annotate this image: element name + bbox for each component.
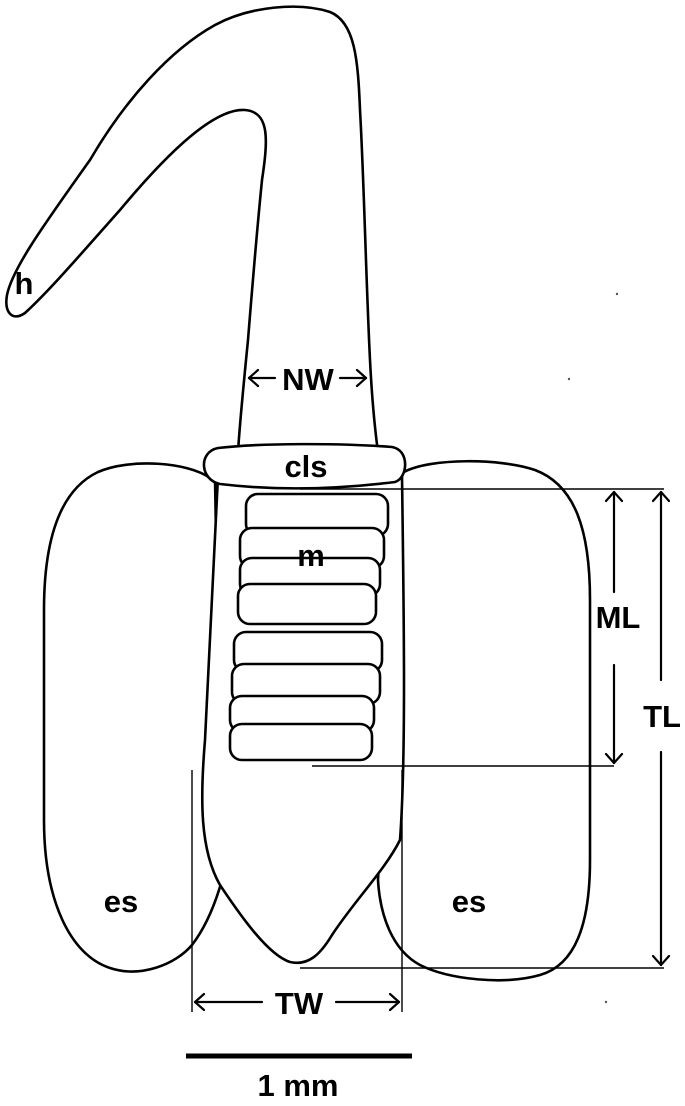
label-trunk-width: TW	[275, 986, 324, 1021]
muscle-length-dimension	[300, 488, 664, 767]
neck-width-arrow	[247, 368, 368, 388]
muscle-bands-lower	[228, 630, 384, 762]
speck	[567, 377, 571, 381]
muscle-bands-upper	[236, 492, 390, 626]
label-trunk-length: TL	[643, 699, 681, 734]
label-head: h	[15, 266, 34, 301]
speck	[604, 1000, 608, 1004]
speck	[615, 292, 619, 296]
egg-sac-left	[42, 462, 224, 973]
trunk-length-dimension	[300, 490, 671, 969]
label-egg-sac-left: es	[104, 884, 138, 919]
label-muscles: m	[297, 538, 325, 573]
label-neck-width: NW	[282, 362, 334, 397]
trunk-width-dimension	[191, 770, 403, 1012]
label-scale-bar: 1 mm	[258, 1068, 339, 1103]
label-collar: cls	[284, 449, 327, 484]
neck-and-head-outline	[5, 5, 380, 454]
egg-sac-right	[376, 459, 592, 982]
collar	[202, 442, 407, 490]
label-egg-sac-right: es	[452, 884, 486, 919]
label-muscle-length: ML	[596, 600, 641, 635]
